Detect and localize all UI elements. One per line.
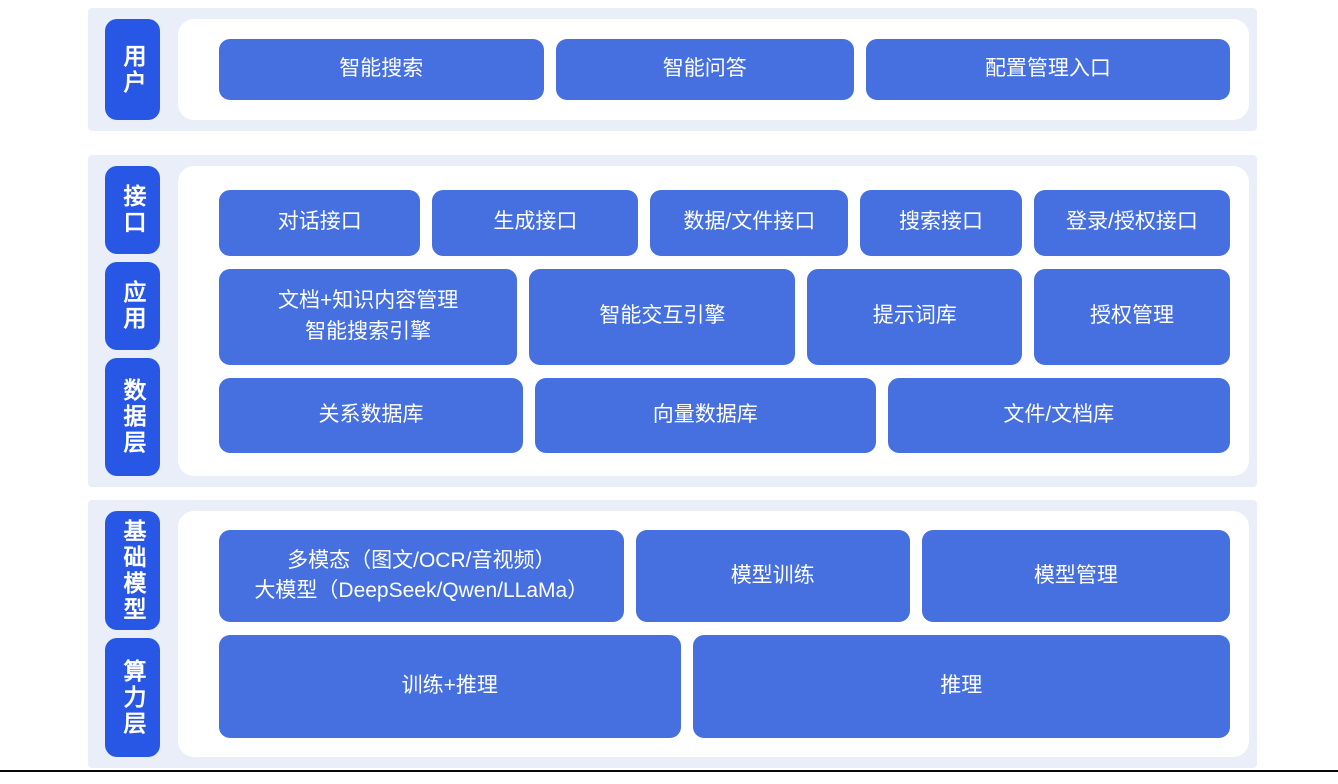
- user-layer-row: 智能搜索 智能问答 配置管理入口: [219, 39, 1230, 100]
- box-generation-api: 生成接口: [432, 189, 639, 256]
- box-model-training: 模型训练: [635, 530, 910, 622]
- compute-row: 训练+推理 推理: [219, 635, 1230, 738]
- box-auth-management: 授权管理: [1033, 268, 1230, 365]
- box-search-api: 搜索接口: [860, 189, 1022, 256]
- interface-app-data-card: 对话接口 生成接口 数据/文件接口 搜索接口 登录/授权接口 文档+知识内容管理…: [178, 166, 1249, 476]
- box-smart-interaction-engine: 智能交互引擎: [529, 268, 796, 365]
- box-config-management-entry: 配置管理入口: [865, 39, 1230, 100]
- layer-label-compute: 算力层: [105, 638, 160, 757]
- layer-label-foundation-model: 基础模型: [105, 511, 160, 630]
- box-dialog-api: 对话接口: [219, 189, 421, 256]
- box-training-inference: 训练+推理: [219, 635, 681, 738]
- box-data-file-api: 数据/文件接口: [650, 189, 849, 256]
- section-foundation-compute-layer: 基础模型 算力层 多模态（图文/OCR/音视频） 大模型（DeepSeek/Qw…: [88, 500, 1257, 768]
- architecture-diagram: 用户 智能搜索 智能问答 配置管理入口 接口 应用 数据层 对话接口 生成接口 …: [88, 8, 1257, 768]
- section-user-layer: 用户 智能搜索 智能问答 配置管理入口: [88, 8, 1257, 131]
- box-relational-db: 关系数据库: [219, 377, 523, 453]
- bottom-divider-line: [0, 770, 1338, 772]
- layer-label-column: 接口 应用 数据层: [105, 166, 160, 477]
- box-multimodal-llm: 多模态（图文/OCR/音视频） 大模型（DeepSeek/Qwen/LLaMa）: [219, 530, 624, 622]
- layer-label-user: 用户: [105, 19, 160, 120]
- layer-label-interface: 接口: [105, 166, 160, 254]
- box-line: 智能搜索引擎: [305, 319, 432, 343]
- data-row: 关系数据库 向量数据库 文件/文档库: [219, 377, 1230, 453]
- layer-label-column: 基础模型 算力层: [105, 511, 160, 757]
- model-row: 多模态（图文/OCR/音视频） 大模型（DeepSeek/Qwen/LLaMa）…: [219, 530, 1230, 622]
- box-line: 大模型（DeepSeek/Qwen/LLaMa）: [254, 579, 589, 602]
- layer-label-application: 应用: [105, 262, 160, 350]
- foundation-compute-card: 多模态（图文/OCR/音视频） 大模型（DeepSeek/Qwen/LLaMa）…: [178, 511, 1249, 757]
- box-model-management: 模型管理: [921, 530, 1230, 622]
- box-vector-db: 向量数据库: [534, 377, 876, 453]
- box-prompt-library: 提示词库: [807, 268, 1022, 365]
- user-layer-card: 智能搜索 智能问答 配置管理入口: [178, 19, 1249, 120]
- box-doc-knowledge-search-engine: 文档+知识内容管理 智能搜索引擎: [219, 268, 518, 365]
- layer-label-column: 用户: [105, 19, 160, 120]
- box-inference: 推理: [692, 635, 1230, 738]
- interface-row: 对话接口 生成接口 数据/文件接口 搜索接口 登录/授权接口: [219, 189, 1230, 256]
- section-interface-app-data-layer: 接口 应用 数据层 对话接口 生成接口 数据/文件接口 搜索接口 登录/授权接口…: [88, 155, 1257, 487]
- box-login-auth-api: 登录/授权接口: [1033, 189, 1230, 256]
- box-file-doc-db: 文件/文档库: [887, 377, 1230, 453]
- box-line: 文档+知识内容管理: [278, 289, 459, 313]
- application-row: 文档+知识内容管理 智能搜索引擎 智能交互引擎 提示词库 授权管理: [219, 268, 1230, 365]
- box-smart-qa: 智能问答: [555, 39, 854, 100]
- box-smart-search: 智能搜索: [219, 39, 544, 100]
- layer-label-data: 数据层: [105, 358, 160, 477]
- box-line: 多模态（图文/OCR/音视频）: [287, 548, 556, 572]
